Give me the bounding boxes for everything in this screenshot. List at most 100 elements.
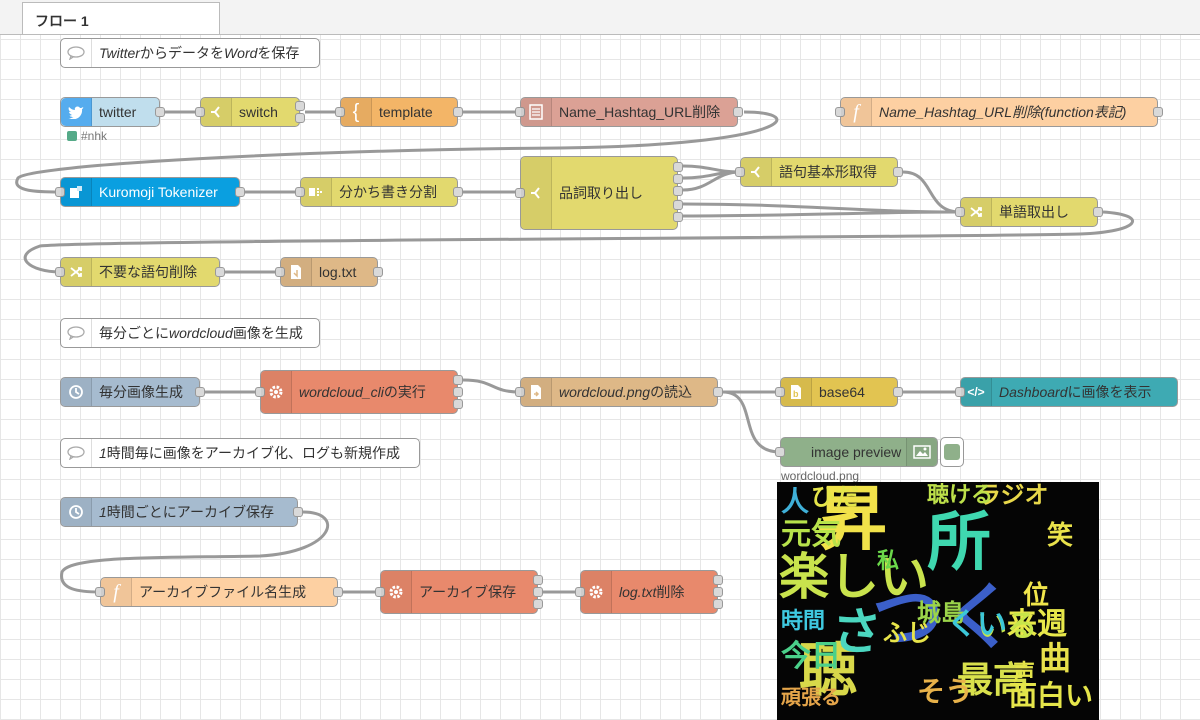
wordcloud-word: 昇 xyxy=(817,482,887,558)
node-goku-kihon[interactable]: 語句基本形取得 xyxy=(735,157,903,187)
input-port[interactable] xyxy=(515,387,525,397)
output-port[interactable] xyxy=(713,587,723,597)
output-port[interactable] xyxy=(713,575,723,585)
node-dashboard[interactable]: </> Dashboardに画像を表示 xyxy=(955,377,1178,407)
output-port[interactable] xyxy=(673,212,683,222)
output-port[interactable] xyxy=(533,599,543,609)
output-port[interactable] xyxy=(295,101,305,111)
output-port[interactable] xyxy=(893,387,903,397)
node-template[interactable]: { template xyxy=(335,97,463,127)
comment-archive[interactable]: 1時間毎に画像をアーカイブ化、ログも新規作成 xyxy=(60,438,420,468)
input-port[interactable] xyxy=(735,167,745,177)
clock-icon xyxy=(61,378,92,406)
input-port[interactable] xyxy=(375,587,385,597)
node-archive-name[interactable]: f アーカイブファイル名生成 xyxy=(95,577,343,607)
wordcloud-word: ふじ xyxy=(883,620,931,647)
output-port[interactable] xyxy=(533,575,543,585)
node-fuyou[interactable]: 不要な語句削除 xyxy=(55,257,225,287)
output-port[interactable] xyxy=(155,107,165,117)
wordcloud-word: いる xyxy=(977,610,1037,643)
input-port[interactable] xyxy=(775,447,785,457)
input-port[interactable] xyxy=(775,387,785,397)
node-twitter[interactable]: twitter xyxy=(60,97,165,127)
wordcloud-word: 時間 xyxy=(781,608,826,633)
input-port[interactable] xyxy=(575,587,585,597)
node-log-delete[interactable]: log.txt削除 xyxy=(575,570,723,614)
node-tango[interactable]: 単語取出し xyxy=(955,197,1103,227)
input-port[interactable] xyxy=(195,107,205,117)
node-label-part: 削除( xyxy=(1012,104,1045,120)
node-log-txt[interactable]: log.txt xyxy=(275,257,383,287)
node-base64[interactable]: b base64 xyxy=(775,377,903,407)
node-image-preview[interactable]: image preview xyxy=(775,437,938,467)
output-port[interactable] xyxy=(453,107,463,117)
input-port[interactable] xyxy=(515,107,525,117)
node-label-part: wordcloud_cli xyxy=(299,384,384,400)
change-icon xyxy=(961,198,992,226)
wordcloud-word: 来週 xyxy=(1007,608,1067,641)
node-hinshi[interactable]: 品詞取り出し xyxy=(515,156,683,230)
node-name-hashtag-function[interactable]: f Name_Hashtag_URL削除(function表記) xyxy=(835,97,1163,127)
output-port[interactable] xyxy=(215,267,225,277)
input-port[interactable] xyxy=(95,587,105,597)
node-switch[interactable]: switch xyxy=(195,97,305,127)
html-parse-icon xyxy=(521,98,552,126)
input-port[interactable] xyxy=(515,188,525,198)
comment-wordcloud[interactable]: 毎分ごとにwordcloud画像を生成 xyxy=(60,318,320,348)
status-dot-icon xyxy=(67,131,77,141)
node-archive-save[interactable]: アーカイブ保存 xyxy=(375,570,543,614)
node-wordcloud-png[interactable]: wordcloud.pngの読込 xyxy=(515,377,723,407)
node-name-hashtag-url[interactable]: Name_Hashtag_URL削除 xyxy=(515,97,743,127)
tab-flow-1[interactable]: フロー 1 xyxy=(22,2,220,34)
output-port[interactable] xyxy=(453,187,463,197)
node-hourly-archive[interactable]: 1時間ごとにアーカイブ保存 xyxy=(60,497,303,527)
output-port[interactable] xyxy=(713,599,723,609)
input-port[interactable] xyxy=(255,387,265,397)
output-port[interactable] xyxy=(293,507,303,517)
output-port[interactable] xyxy=(673,162,683,172)
wordcloud-word: 頑張る xyxy=(781,687,841,709)
node-kuromoji-tokenizer[interactable]: Kuromoji Tokenizer xyxy=(55,177,245,207)
input-port[interactable] xyxy=(55,267,65,277)
output-port[interactable] xyxy=(733,107,743,117)
node-wakachi[interactable]: 分かち書き分割 xyxy=(295,177,463,207)
output-port[interactable] xyxy=(235,187,245,197)
output-port[interactable] xyxy=(453,387,463,397)
output-port[interactable] xyxy=(673,200,683,210)
comment-twitter-word[interactable]: TwitterからデータをWordを保存 xyxy=(60,38,320,68)
input-port[interactable] xyxy=(955,387,965,397)
output-port[interactable] xyxy=(1153,107,1163,117)
input-port[interactable] xyxy=(835,107,845,117)
function-icon: f xyxy=(841,98,872,126)
input-port[interactable] xyxy=(335,107,345,117)
output-port[interactable] xyxy=(453,399,463,409)
output-port[interactable] xyxy=(295,113,305,123)
output-port[interactable] xyxy=(195,387,205,397)
output-port[interactable] xyxy=(893,167,903,177)
output-port[interactable] xyxy=(333,587,343,597)
status-text: #nhk xyxy=(81,129,108,143)
output-port[interactable] xyxy=(453,375,463,385)
node-maifun[interactable]: 毎分画像生成 xyxy=(60,377,205,407)
output-port[interactable] xyxy=(713,387,723,397)
wordcloud-word: くい xyxy=(947,608,1007,641)
node-label-part: function xyxy=(1044,104,1094,120)
input-port[interactable] xyxy=(275,267,285,277)
clock-icon xyxy=(61,498,92,526)
output-port[interactable] xyxy=(673,186,683,196)
comment-icon xyxy=(61,39,92,67)
output-port[interactable] xyxy=(673,174,683,184)
output-port[interactable] xyxy=(1093,207,1103,217)
preview-toggle-button[interactable] xyxy=(940,437,964,467)
tokenizer-icon xyxy=(61,178,92,206)
node-wordcloud-cli[interactable]: wordcloud_cliの実行 xyxy=(255,370,463,414)
file-icon xyxy=(281,258,312,286)
input-port[interactable] xyxy=(55,187,65,197)
output-port[interactable] xyxy=(373,267,383,277)
input-port[interactable] xyxy=(955,207,965,217)
input-port[interactable] xyxy=(295,187,305,197)
template-brace-icon: { xyxy=(341,98,372,126)
node-label-part: に画像を表示 xyxy=(1067,384,1152,400)
output-port[interactable] xyxy=(533,587,543,597)
tab-bar: フロー 1 xyxy=(0,0,1200,35)
